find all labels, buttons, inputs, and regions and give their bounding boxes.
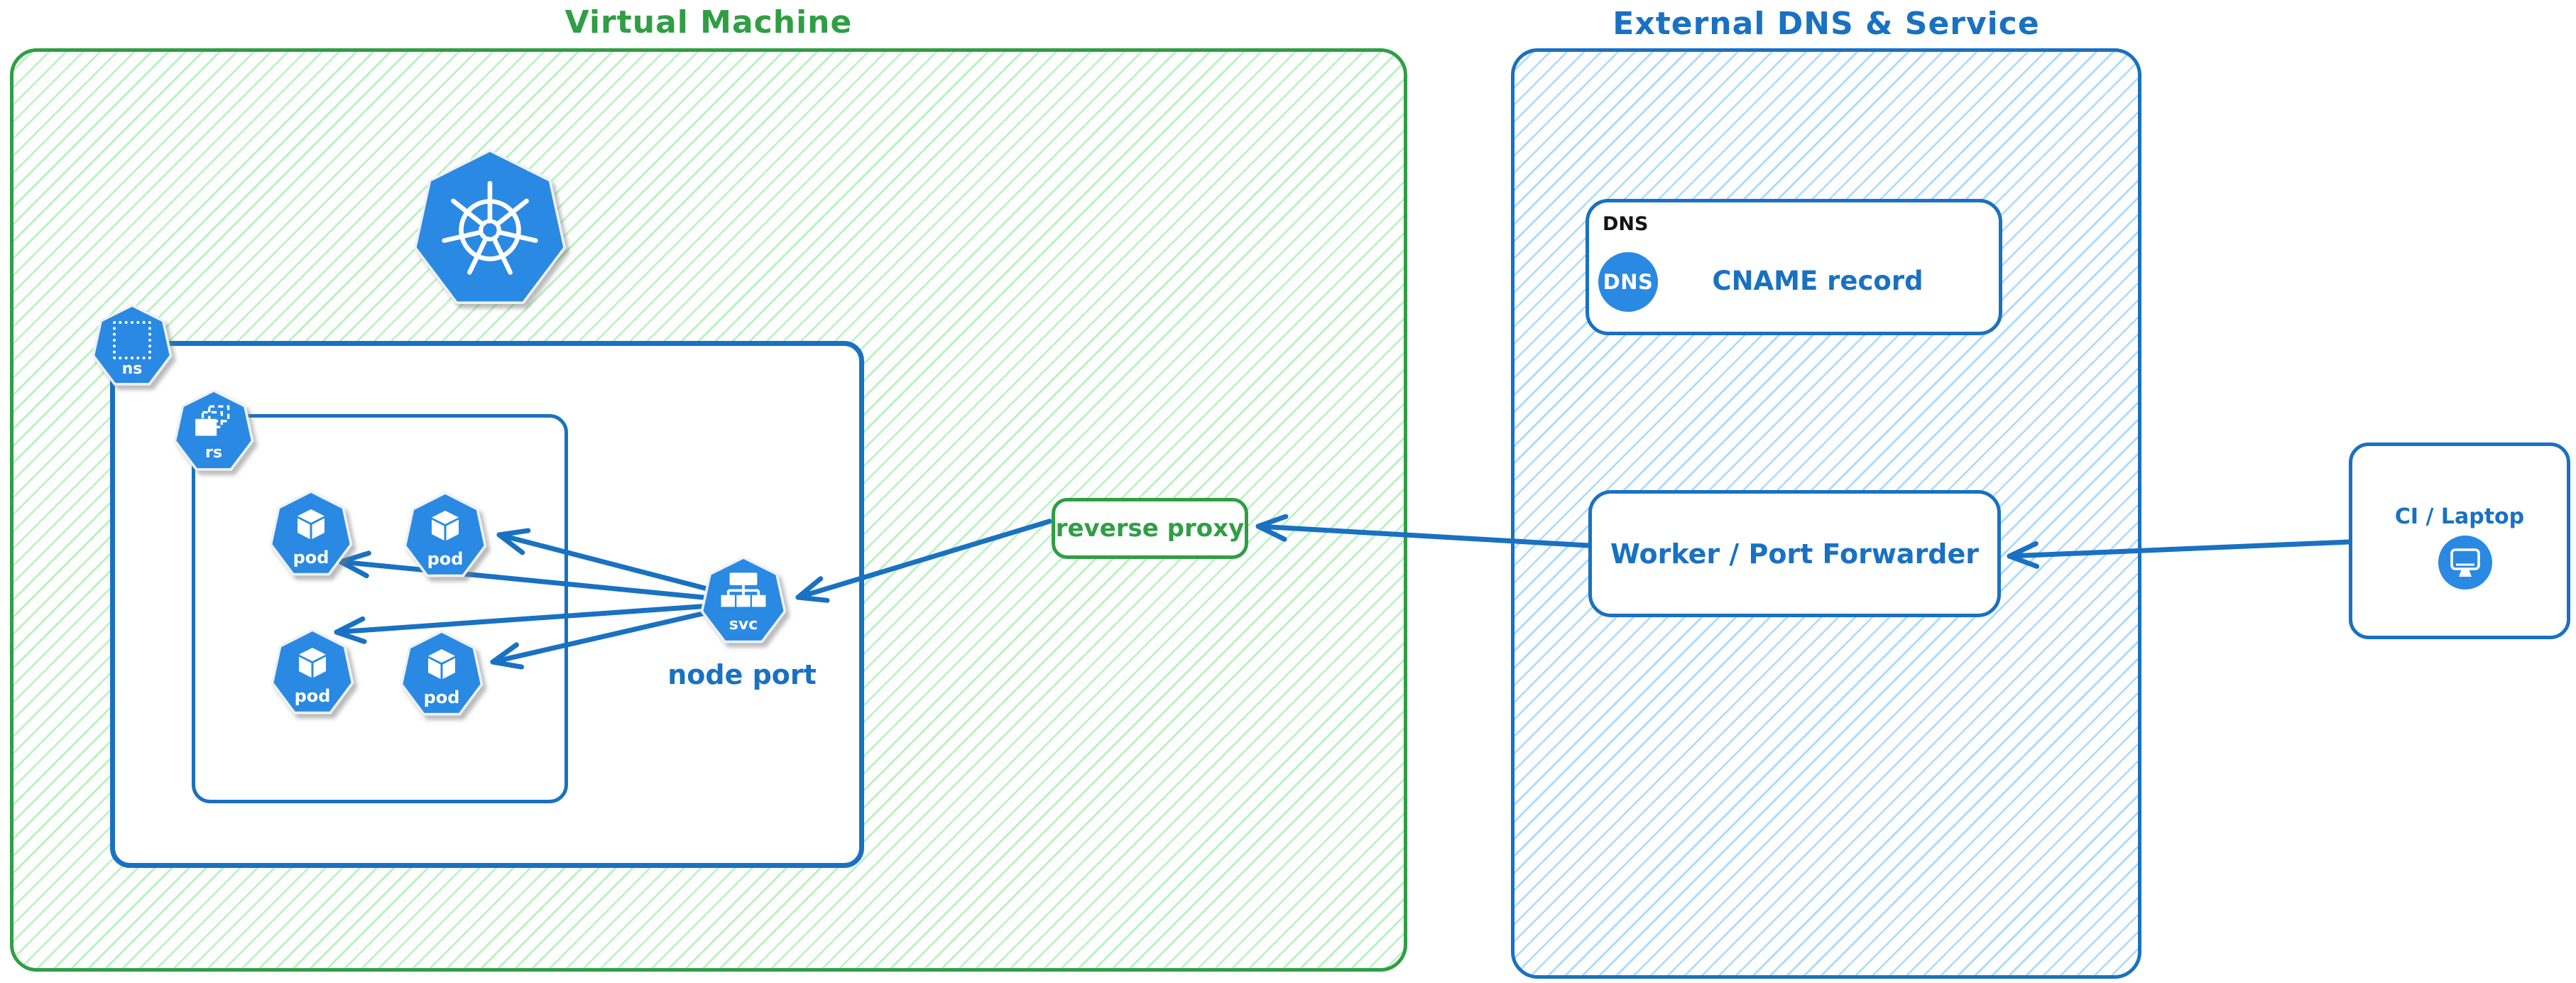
node-port-caption: node port: [667, 659, 817, 690]
cname-record-label: CNAME record: [1712, 266, 1923, 296]
arrow-svc-to-pod1[interactable]: [338, 550, 713, 601]
arrow-svc-to-pod2[interactable]: [496, 528, 713, 592]
pod-icon-1[interactable]: pod: [268, 490, 354, 580]
pod-label: pod: [423, 687, 460, 707]
vm-zone-title: Virtual Machine: [564, 4, 853, 40]
service-icon[interactable]: svc: [699, 556, 787, 647]
pod-icon-fill: [406, 494, 484, 575]
dns-badge: DNS: [1598, 252, 1658, 312]
ci-laptop-label: CI / Laptop: [2394, 504, 2525, 529]
pod-icon-fill: [273, 631, 351, 712]
pod-icon-4[interactable]: pod: [399, 630, 484, 719]
monitor-icon: [2450, 548, 2480, 577]
pod-label: pod: [293, 547, 329, 567]
kubernetes-logo[interactable]: [412, 149, 568, 311]
namespace-icon-label: ns: [121, 359, 143, 378]
reverse-proxy-label: reverse proxy: [1055, 514, 1245, 543]
dns-tag: DNS: [1603, 213, 1649, 235]
worker-port-forwarder-box[interactable]: Worker / Port Forwarder: [1588, 490, 2001, 617]
cname-record-box[interactable]: [1586, 199, 2002, 335]
cube-icon: [299, 647, 326, 678]
dotted-square-icon: [113, 320, 151, 359]
arrow-worker-to-reverse-proxy[interactable]: [1255, 514, 1591, 548]
arrow-svc-to-pod3[interactable]: [334, 603, 713, 644]
external-zone-title: External DNS & Service: [1612, 6, 2040, 42]
cube-icon: [298, 509, 324, 539]
service-icon-label: svc: [728, 615, 758, 634]
cube-icon: [432, 510, 459, 541]
kubernetes-helm-wheel-icon: [442, 180, 538, 275]
arrow-svc-to-pod4[interactable]: [490, 609, 711, 670]
replicaset-box[interactable]: [192, 414, 568, 803]
service-tree-icon: [721, 572, 766, 607]
dns-badge-label: DNS: [1603, 270, 1654, 294]
replicaset-icon-label: rs: [205, 443, 222, 462]
namespace-icon[interactable]: ns: [91, 304, 173, 389]
pod-icon-fill: [272, 493, 350, 573]
pod-label: pod: [427, 548, 464, 569]
namespace-icon-fill: [94, 307, 170, 384]
stacked-replicas-icon: [195, 405, 230, 436]
replicaset-icon[interactable]: rs: [173, 389, 255, 474]
worker-port-forwarder-label: Worker / Port Forwarder: [1610, 538, 1980, 570]
pod-label: pod: [294, 685, 331, 706]
arrow-ci-to-worker[interactable]: [2007, 539, 2352, 569]
pod-icon-2[interactable]: pod: [403, 492, 488, 581]
arrow-reverse-proxy-to-nodeport[interactable]: [795, 518, 1052, 603]
reverse-proxy-box[interactable]: reverse proxy: [1052, 498, 1248, 559]
pod-icon-fill: [403, 633, 481, 713]
cube-icon: [428, 648, 455, 679]
pod-icon-3[interactable]: pod: [270, 629, 355, 718]
laptop-badge: [2438, 536, 2492, 590]
